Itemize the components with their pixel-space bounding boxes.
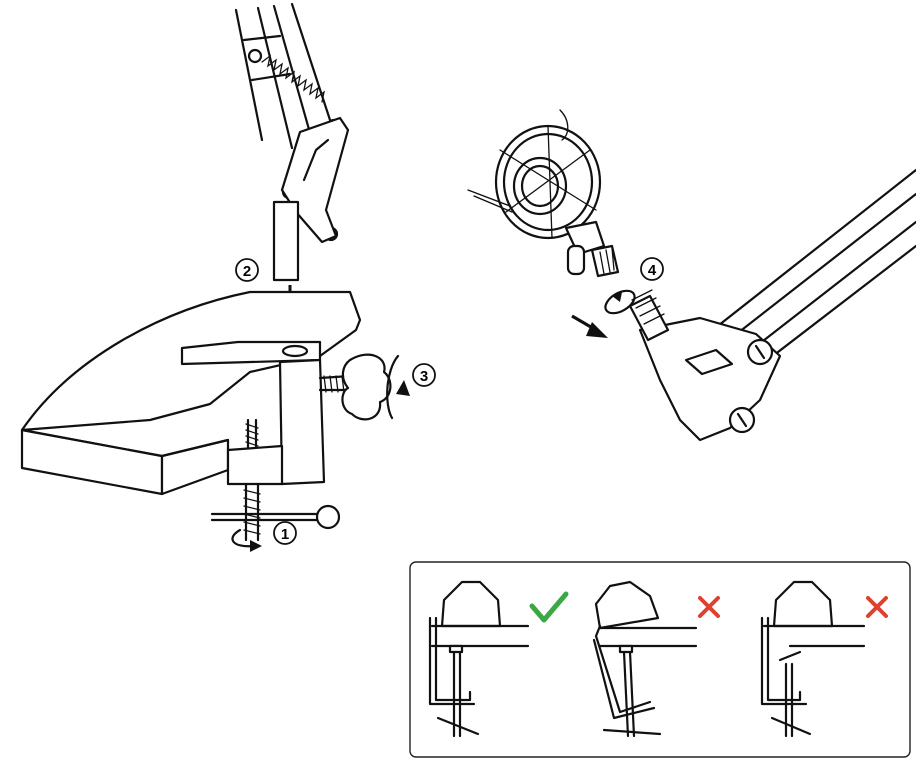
step-number: 3 bbox=[420, 368, 428, 385]
step-number: 1 bbox=[281, 526, 289, 543]
boom-arm-upper-section bbox=[630, 170, 916, 440]
step-4-marker: 4 bbox=[641, 258, 663, 280]
step-number: 4 bbox=[648, 262, 657, 279]
boom-arm-lower-section bbox=[236, 4, 348, 280]
hex-nut-icon bbox=[249, 50, 261, 62]
step-1-marker: 1 bbox=[274, 522, 296, 544]
step-2-marker: 2 bbox=[236, 259, 258, 281]
shock-mount bbox=[468, 110, 618, 276]
step-3-marker: 3 bbox=[413, 364, 435, 386]
diagonal-arrow-icon bbox=[572, 316, 608, 338]
clamp-usage-inset bbox=[410, 562, 910, 757]
step-number: 2 bbox=[243, 263, 251, 280]
arm-post bbox=[274, 202, 298, 280]
tension-spring bbox=[262, 56, 324, 102]
